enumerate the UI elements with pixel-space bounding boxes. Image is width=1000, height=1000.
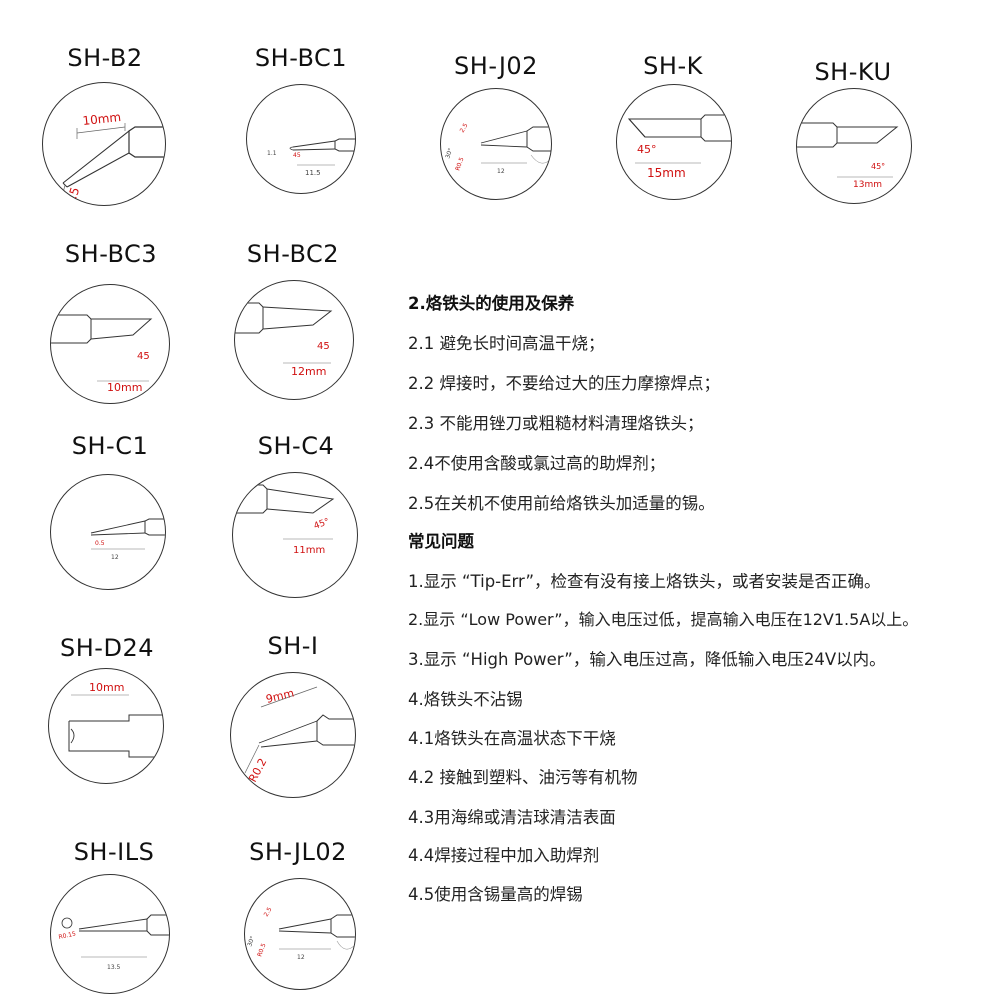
care-item: 2.2 焊接时，不要给过大的压力摩擦焊点；: [408, 374, 720, 393]
angle-label: 30°: [246, 935, 256, 947]
dimension-label: 12: [111, 554, 119, 561]
radius-label: R0.2: [246, 756, 269, 784]
tip-sh-bc3: SH-BC3 10mm 45: [46, 240, 176, 410]
faq-item: 4.烙铁头不沾锡: [408, 690, 523, 709]
tip-sh-jl02: SH-JL02 12 R0.5 30° 2.5: [238, 838, 358, 998]
care-item: 2.1 避免长时间高温干烧；: [408, 334, 605, 353]
dimension-label: 12: [497, 168, 505, 175]
extra-label: 2.5: [263, 906, 274, 918]
radius-label: R0.5: [256, 942, 267, 957]
extra-label: 1.1: [267, 150, 277, 157]
extra-label: 0.5: [95, 540, 105, 547]
tip-sh-c1: SH-C1 12 0.5: [50, 432, 170, 602]
tip-sh-k: SH-K 15mm 45°: [610, 52, 736, 202]
care-item: 2.4不使用含酸或氯过高的助焊剂；: [408, 454, 666, 473]
tip-name: SH-D24: [60, 634, 154, 662]
tip-sh-d24: SH-D24 10mm: [42, 634, 172, 804]
tip-diagram: 10mm R0.5: [42, 82, 166, 206]
tip-diagram: 9mm R0.2: [230, 672, 356, 798]
tip-sh-j02: SH-J02 12 R0.5 30° 2.5: [432, 52, 560, 202]
extra-label: 2.5: [459, 122, 470, 134]
faq-item: 4.1烙铁头在高温状态下干烧: [408, 729, 616, 748]
angle-label: 30°: [444, 147, 454, 159]
faq-item: 1.显示 “Tip-Err”，检查有没有接上烙铁头，或者安装是否正确。: [408, 572, 881, 591]
radius-label: R0.5: [454, 156, 465, 171]
dimension-label: 12: [297, 954, 305, 961]
tip-diagram: 12 0.5: [50, 474, 166, 590]
tip-sh-bc2: SH-BC2 12mm 45: [228, 240, 358, 410]
dimension-label: 13.5: [107, 964, 121, 971]
care-item: 2.3 不能用锉刀或粗糙材料清理烙铁头；: [408, 414, 704, 433]
dimension-label: 12mm: [291, 365, 326, 378]
tip-diagram: 13.5 R0.15: [50, 874, 170, 994]
tip-sh-bc1: SH-BC1 11.5 45 1.1: [240, 44, 362, 194]
dimension-label: 13mm: [853, 180, 882, 190]
tip-name: SH-C4: [257, 432, 335, 460]
dimension-label: 9mm: [265, 686, 296, 705]
angle-label: 45°: [871, 162, 885, 171]
tip-name: SH-C1: [71, 432, 149, 460]
tip-sh-i: SH-I 9mm R0.2: [226, 632, 360, 802]
faq-item: 4.3用海绵或清洁球清洁表面: [408, 808, 616, 827]
tip-diagram: 11.5 45 1.1: [246, 84, 356, 194]
care-item: 2.5在关机不使用前给烙铁头加适量的锡。: [408, 494, 715, 513]
tip-name: SH-BC2: [246, 240, 340, 268]
angle-label: 45: [293, 152, 301, 159]
tip-diagram: 13mm 45°: [796, 88, 912, 204]
tip-name: SH-B2: [67, 44, 143, 72]
dimension-label: 10mm: [82, 110, 122, 128]
faq-item: 3.显示 “High Power”，输入电压过高，降低输入电压24V以内。: [408, 650, 886, 669]
tip-sh-c4: SH-C4 11mm 45°: [226, 432, 366, 602]
tip-sh-ku: SH-KU 13mm 45°: [790, 58, 916, 208]
tip-diagram: 12 R0.5 30° 2.5: [440, 88, 552, 200]
dimension-label: 10mm: [107, 381, 142, 394]
tip-name: SH-BC3: [64, 240, 158, 268]
dimension-label: 10mm: [89, 681, 124, 694]
faq-item: 2.显示 “Low Power”，输入电压过低，提高输入电压在12V1.5A以上…: [408, 610, 919, 629]
tip-diagram: 12mm 45: [234, 280, 354, 400]
angle-label: 45°: [637, 143, 657, 156]
tip-diagram: 10mm: [48, 668, 164, 784]
care-heading: 2.烙铁头的使用及保养: [408, 294, 575, 313]
tip-sh-ils: SH-ILS 13.5 R0.15: [44, 838, 184, 998]
angle-label: 45: [137, 351, 150, 362]
tip-diagram: 11mm 45°: [232, 472, 358, 598]
tip-name: SH-K: [643, 52, 703, 80]
tip-diagram: 10mm 45: [50, 284, 170, 404]
tip-diagram: 15mm 45°: [616, 84, 732, 200]
faq-item: 4.4焊接过程中加入助焊剂: [408, 846, 600, 865]
tip-name: SH-JL02: [249, 838, 347, 866]
dimension-label: 15mm: [647, 166, 686, 180]
faq-item: 4.2 接触到塑料、油污等有机物: [408, 768, 638, 787]
tip-name: SH-J02: [454, 52, 538, 80]
tip-name: SH-I: [267, 632, 319, 660]
dimension-label: 11mm: [293, 545, 325, 556]
tip-name: SH-ILS: [73, 838, 155, 866]
angle-label: 45°: [313, 517, 331, 532]
faq-heading: 常见问题: [408, 532, 474, 551]
angle-label: 45: [317, 341, 330, 352]
tip-name: SH-BC1: [254, 44, 348, 72]
dimension-label: 11.5: [305, 169, 321, 177]
faq-item: 4.5使用含锡量高的焊锡: [408, 885, 583, 904]
radius-label: R0.15: [58, 930, 77, 941]
tip-diagram: 12 R0.5 30° 2.5: [244, 878, 356, 990]
tip-name: SH-KU: [814, 58, 892, 86]
tip-sh-b2: SH-B2 10mm R0.5: [40, 44, 170, 206]
